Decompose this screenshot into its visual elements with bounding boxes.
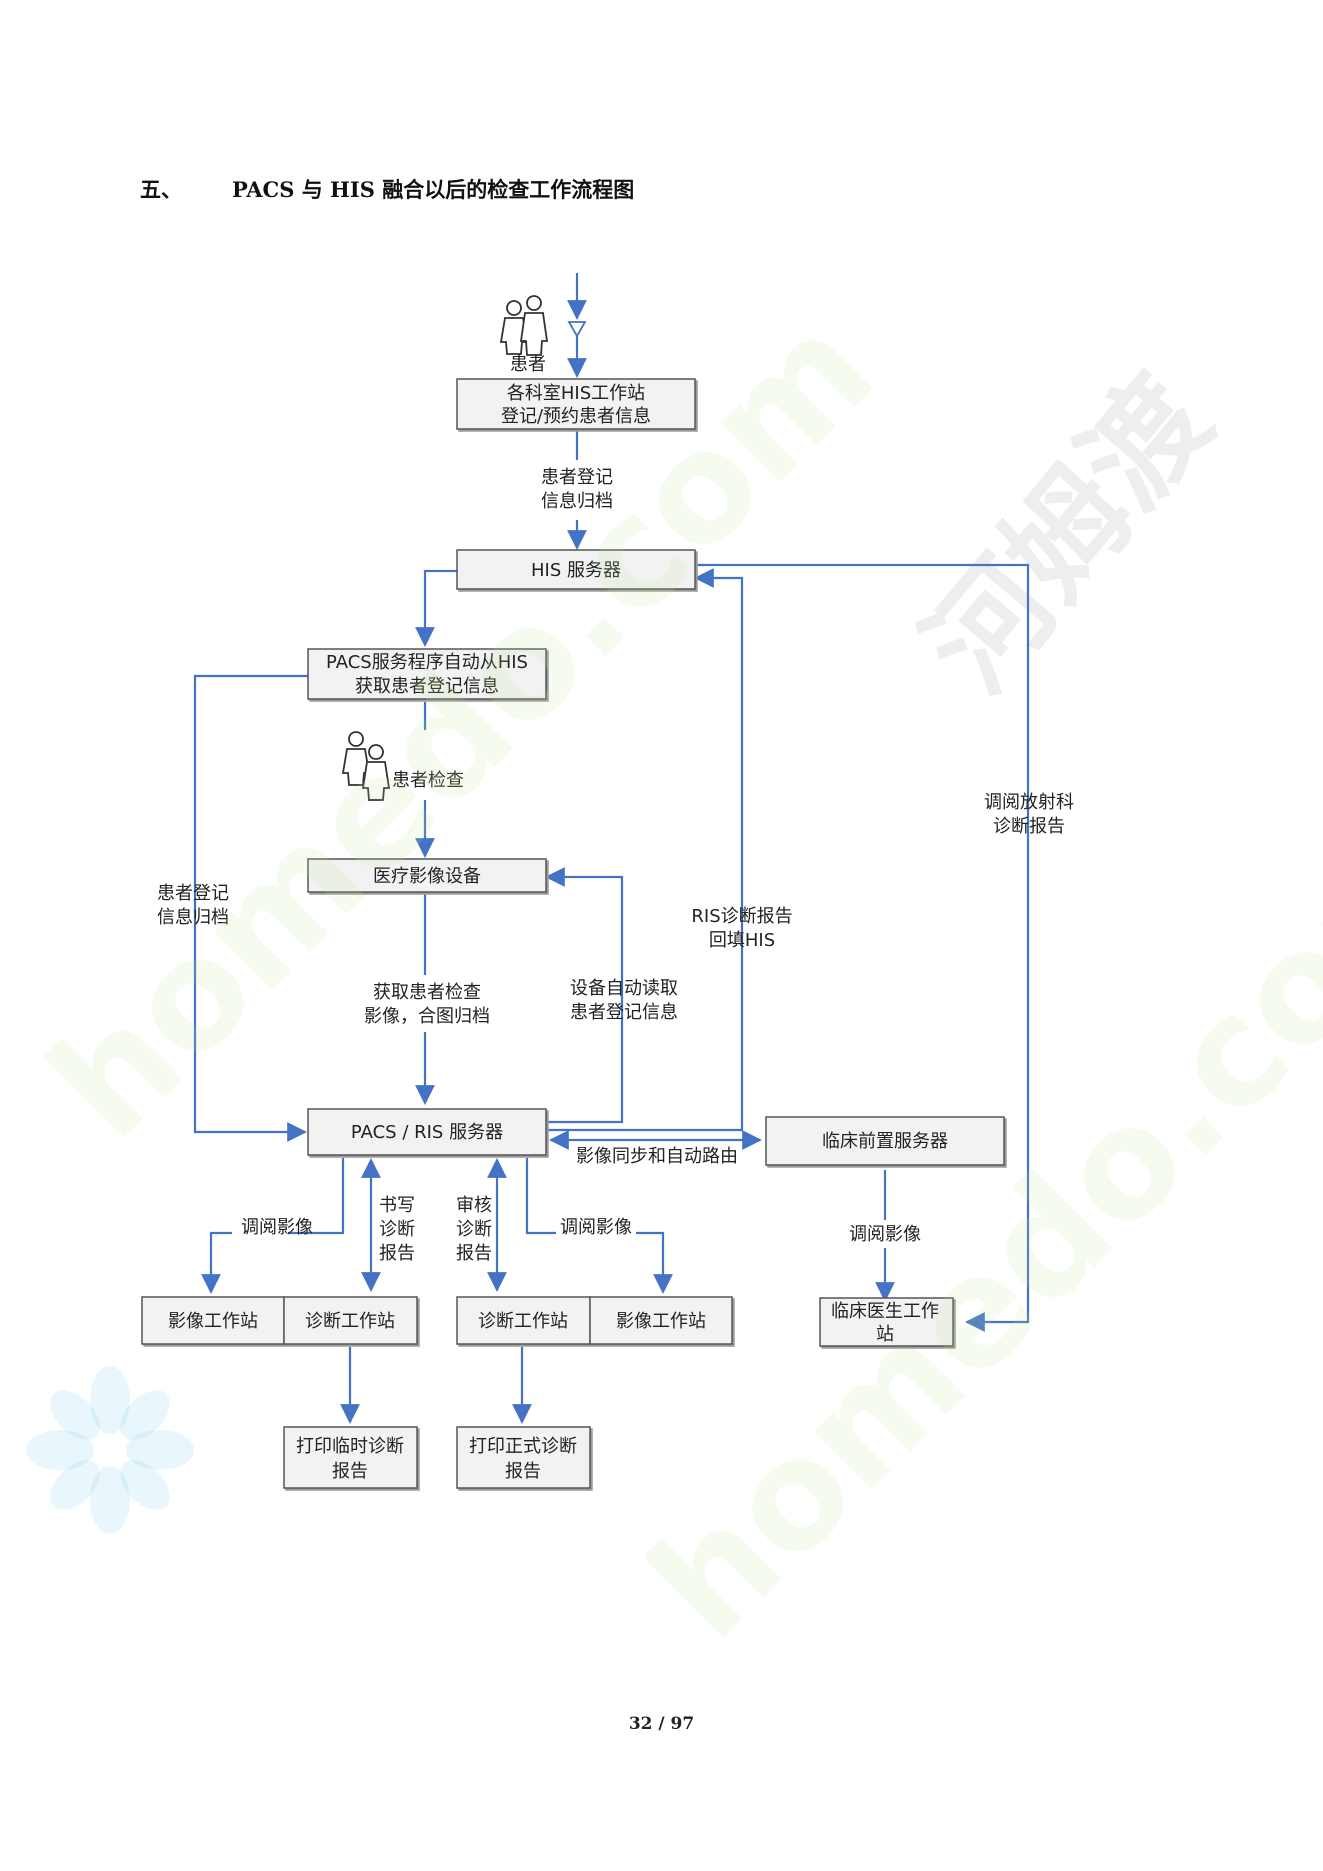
print-temp-line1: 打印临时诊断	[296, 1436, 404, 1457]
diag-ws-right-box	[456, 1296, 591, 1345]
view-radiology-line1: 调阅放射科	[984, 792, 1074, 813]
his-to-clinician-arrow	[696, 563, 1030, 1332]
image-sync-label: 影像同步和自动路由	[576, 1146, 738, 1167]
his-station-line1: 各科室HIS工作站	[507, 383, 645, 404]
patient-exam-label: 患者检查	[392, 770, 464, 791]
pacs-view-right-line	[525, 1158, 556, 1235]
archive-left-line1: 患者登记	[157, 883, 229, 904]
archive-top-line2: 信息归档	[541, 491, 613, 512]
diag-ws-left-box	[283, 1296, 418, 1345]
page-number: 32 / 97	[628, 1714, 695, 1734]
archive-left-line2: 信息归档	[157, 907, 229, 928]
clinical-server-label: 临床前置服务器	[822, 1131, 948, 1152]
clinician-ws-line2: 站	[876, 1324, 894, 1345]
image-ws-right-box	[589, 1296, 733, 1345]
ris-report-line2: 回填HIS	[709, 930, 775, 951]
entry-triangle-icon	[567, 321, 587, 338]
imaging-device-label: 医疗影像设备	[373, 866, 481, 887]
get-images-line1: 获取患者检查	[373, 982, 481, 1003]
his-station-box	[456, 378, 696, 430]
print-formal-box	[456, 1426, 591, 1489]
view-left-arrow	[201, 1231, 232, 1294]
pacs-to-device-read-arrow	[545, 867, 624, 1124]
ris-report-to-his-arrow	[547, 568, 744, 1132]
clinician-ws-box	[819, 1297, 954, 1347]
clinician-ws-line1: 临床医生工作	[831, 1301, 939, 1322]
pacs-ris-server-box	[307, 1108, 547, 1156]
view-right-arrow	[636, 1231, 673, 1294]
review-report-line3: 报告	[456, 1243, 492, 1264]
connectors	[193, 273, 1030, 1424]
print-formal-line1: 打印正式诊断	[469, 1436, 577, 1457]
section-title: PACS 与 HIS 融合以后的检查工作流程图	[232, 177, 635, 202]
pacs-fetch-line2: 获取患者登记信息	[355, 676, 499, 697]
pacs-ris-server-label: PACS / RIS 服务器	[351, 1122, 503, 1143]
review-report-line2: 诊断	[456, 1219, 492, 1240]
view-images-right-label: 调阅影像	[560, 1217, 632, 1238]
image-ws-left-box	[141, 1296, 285, 1345]
archive-top-line1: 患者登记	[541, 467, 613, 488]
print-temp-box	[283, 1426, 418, 1489]
patient-label: 患者	[510, 354, 546, 375]
his-to-pacs-fetch-arrow	[415, 569, 457, 647]
device-read-line2: 患者登记信息	[570, 1002, 678, 1023]
write-report-line2: 诊断	[379, 1219, 415, 1240]
print-temp-line2: 报告	[332, 1461, 368, 1482]
his-server-label: HIS 服务器	[531, 560, 621, 581]
section-number: 五、	[140, 177, 182, 202]
print-formal-line2: 报告	[505, 1461, 541, 1482]
pacs-fetch-line1: PACS服务程序自动从HIS	[326, 652, 528, 673]
imaging-device-box	[307, 858, 547, 893]
view-images-left-label: 调阅影像	[241, 1217, 313, 1238]
write-report-line3: 报告	[379, 1243, 415, 1264]
review-report-line1: 审核	[456, 1195, 492, 1216]
image-ws-left-label: 影像工作站	[168, 1311, 258, 1332]
boxes	[141, 378, 1005, 1489]
pacs-fetch-box	[307, 648, 547, 700]
fetch-to-pacs-archive-arrow	[193, 674, 308, 1142]
get-images-line2: 影像，合图归档	[364, 1006, 490, 1027]
diag-ws-left-label: 诊断工作站	[305, 1311, 395, 1332]
clinical-server-box	[765, 1116, 1005, 1166]
view-radiology-line2: 诊断报告	[993, 816, 1065, 837]
device-read-line1: 设备自动读取	[570, 978, 678, 999]
his-server-box	[456, 549, 696, 590]
patient-exam-icon	[341, 731, 391, 801]
write-report-line1: 书写	[379, 1195, 415, 1216]
pacs-view-left-line	[288, 1158, 345, 1235]
his-station-line2: 登记/预约患者信息	[501, 406, 651, 427]
view-images-clinical-label: 调阅影像	[849, 1224, 921, 1245]
image-ws-right-label: 影像工作站	[616, 1311, 706, 1332]
section-heading: 五、 PACS 与 HIS 融合以后的检查工作流程图	[140, 174, 634, 204]
patient-icon	[499, 295, 549, 356]
ris-report-line1: RIS诊断报告	[691, 906, 792, 927]
diag-ws-right-label: 诊断工作站	[478, 1311, 568, 1332]
